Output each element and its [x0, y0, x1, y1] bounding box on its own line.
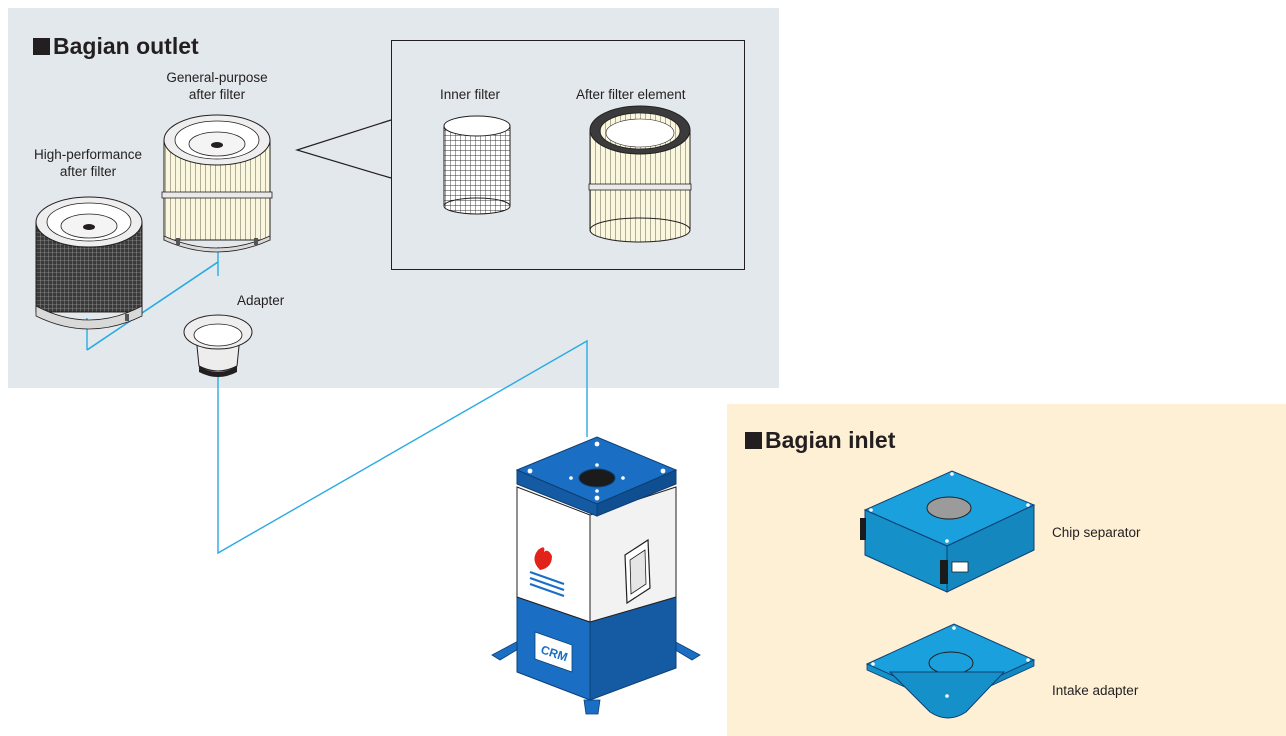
title-square-icon [745, 432, 762, 449]
crm-badge: CRM [534, 631, 573, 673]
outlet-title-text: Bagian outlet [53, 33, 199, 59]
inlet-title-text: Bagian inlet [765, 427, 896, 453]
high-performance-filter [35, 196, 143, 330]
high-performance-filter-label: High-performance after filter [33, 147, 143, 179]
general-purpose-filter [161, 114, 273, 253]
general-purpose-filter-label: General-purpose after filter [166, 70, 268, 102]
outlet-section-title: Bagian outlet [33, 33, 199, 60]
chip-separator [860, 470, 1036, 593]
vacuum-unit: CRM [491, 436, 701, 715]
callout-pointer [294, 119, 392, 179]
adapter-label: Adapter [237, 293, 285, 308]
intake-adapter-label: Intake adapter [1052, 683, 1139, 698]
intake-adapter [865, 623, 1036, 719]
inner-filter [443, 115, 511, 215]
chip-separator-label: Chip separator [1052, 525, 1141, 540]
adapter-part [183, 314, 253, 377]
inner-filter-label: Inner filter [440, 87, 501, 102]
inlet-section-title: Bagian inlet [745, 427, 895, 454]
after-filter-element [588, 105, 692, 243]
flame-logo-icon [528, 547, 566, 598]
title-square-icon [33, 38, 50, 55]
after-filter-element-label: After filter element [576, 87, 686, 102]
inlet-section-panel [727, 404, 1286, 736]
connector-lines [86, 247, 588, 555]
